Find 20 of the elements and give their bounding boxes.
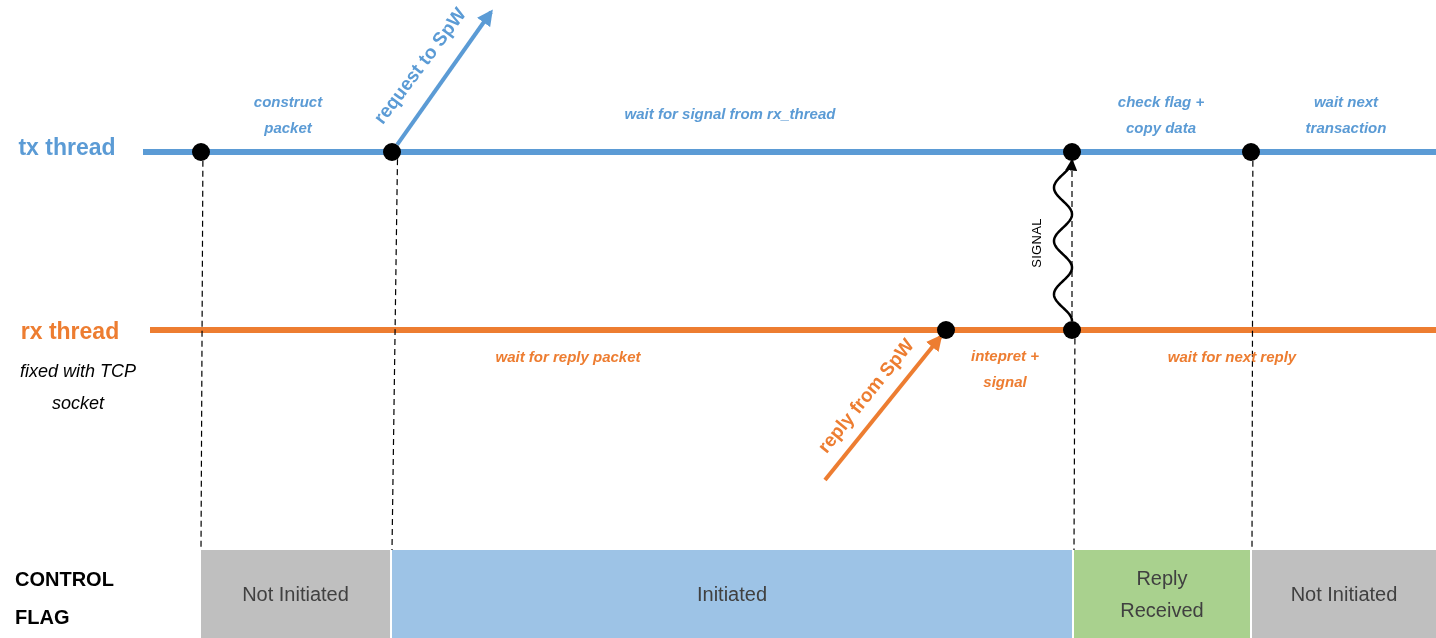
flag-state-box: Initiated xyxy=(392,550,1072,638)
arrow xyxy=(395,9,493,146)
flag-state-box: Not Initiated xyxy=(1252,550,1436,638)
edge-label: SIGNAL xyxy=(1028,218,1046,268)
arrow xyxy=(823,334,943,482)
dashed-line xyxy=(1073,337,1076,551)
phase-label: wait for signal from rx_thread xyxy=(623,103,837,124)
thread-label: tx thread xyxy=(17,132,117,162)
flag-state-box: Not Initiated xyxy=(201,550,390,638)
phase-label: wait for next reply xyxy=(1166,346,1298,367)
flag-state-box: Reply Received xyxy=(1074,550,1250,638)
dashed-line xyxy=(391,158,399,551)
phase-label: intepret + signal xyxy=(970,346,1040,392)
phase-label: wait next transaction xyxy=(1304,92,1388,138)
note-text: fixed with TCP socket xyxy=(18,360,137,415)
phase-label: wait for reply packet xyxy=(494,346,642,367)
row-heading: CONTROL FLAG xyxy=(15,567,115,630)
thread-label: rx thread xyxy=(19,316,121,346)
phase-label: construct packet xyxy=(252,92,324,138)
phase-label: check flag + copy data xyxy=(1116,92,1206,138)
